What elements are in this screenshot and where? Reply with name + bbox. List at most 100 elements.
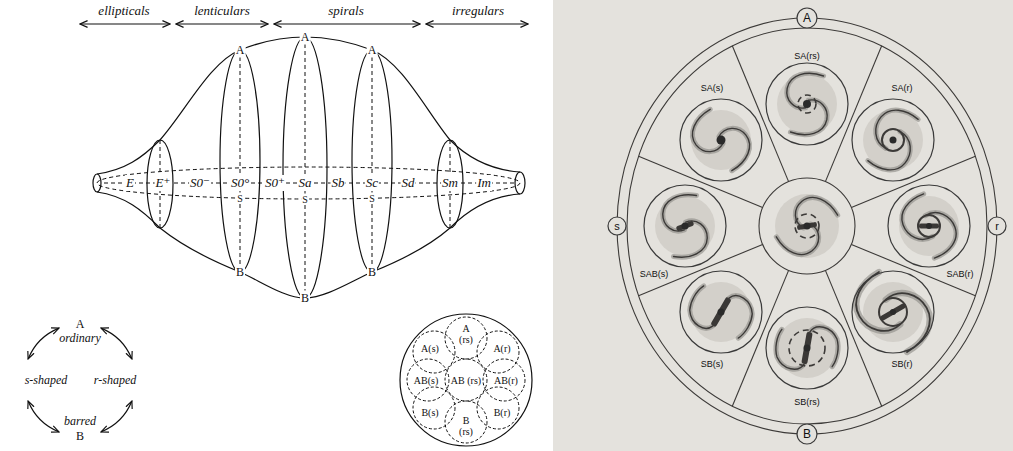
variety-mark: S	[301, 194, 309, 205]
outline-circle	[766, 307, 848, 389]
variety-circle: AB(r)	[482, 358, 526, 402]
volume-outline	[97, 37, 520, 174]
galaxy-circle: SB(s)	[679, 270, 763, 354]
galaxy-circle: SB(rs)	[765, 306, 849, 390]
class-heading: irregulars	[451, 3, 505, 19]
node-outline	[679, 270, 763, 354]
outline-circle	[407, 359, 449, 401]
family-circle: B	[796, 423, 818, 445]
class-heading: spirals	[327, 3, 364, 19]
section-axis	[240, 50, 241, 272]
outline-circle	[766, 63, 848, 145]
classification-volume	[93, 37, 525, 298]
outline-circle	[644, 185, 726, 267]
stage-label: Sd	[401, 175, 416, 191]
section-ellipse	[147, 140, 173, 228]
ring-arrow	[101, 328, 132, 359]
family-letter: A	[75, 317, 86, 332]
node-outline	[765, 306, 849, 390]
class-heading: ellipticals	[97, 3, 150, 19]
variety-label: B(s)	[420, 407, 439, 418]
galaxy-label: SB(s)	[700, 359, 725, 369]
variety-circle: AB(s)	[406, 358, 450, 402]
ring-arrow	[101, 401, 132, 432]
family-circle: s	[607, 216, 627, 236]
variety-label: A(s)	[420, 343, 440, 354]
galaxy-circle: SB(r)	[851, 270, 935, 354]
outline-circle	[445, 359, 487, 401]
galaxy-image	[772, 318, 841, 378]
range-arrow	[426, 23, 528, 24]
stage-label: Sm	[441, 175, 459, 191]
section-ellipse	[352, 50, 392, 272]
family-circle: A	[796, 7, 818, 29]
stage-label: Sb	[331, 175, 346, 191]
galaxy-image	[684, 100, 758, 180]
family-letter: B	[235, 265, 245, 280]
variety-label: A (rs)	[458, 323, 474, 345]
ring-label: r-shaped	[93, 373, 137, 388]
center-galaxy-circle	[759, 178, 855, 274]
section-axis	[372, 50, 373, 272]
outline-circle	[477, 387, 519, 429]
stage-label: E⁺	[155, 175, 172, 191]
stage-label: E	[125, 175, 135, 191]
family-letter: s	[614, 220, 620, 232]
variety-circle: B(r)	[476, 386, 520, 430]
galaxy-label: SA(rs)	[793, 51, 821, 61]
galaxy-circle: SA(rs)	[765, 62, 849, 146]
variety-label: AB (rs)	[450, 375, 482, 386]
galaxy-plate	[553, 0, 1013, 451]
stage-label: S0⁺	[264, 175, 286, 191]
variety-label: B (rs)	[458, 415, 474, 437]
volume-outline	[97, 192, 520, 298]
stage-label: S0⁻	[189, 175, 211, 191]
variety-label: B(r)	[493, 407, 512, 418]
node-outline	[765, 62, 849, 146]
section-axis	[305, 37, 306, 298]
ring-arrow	[28, 328, 59, 359]
outline-circle	[988, 217, 1006, 235]
galaxy-image	[655, 190, 715, 261]
plate-ground	[553, 0, 1013, 451]
galaxy-circle: SAB(s)	[643, 184, 727, 268]
family-letter: A	[300, 30, 311, 45]
galaxy-circle: SA(r)	[851, 98, 935, 182]
galaxy-image	[896, 188, 963, 265]
family-letter: A	[367, 43, 378, 58]
outline-circle	[797, 424, 817, 444]
range-arrows	[80, 24, 528, 25]
family-letter: B	[803, 427, 811, 441]
variety-circle: B (rs)	[444, 400, 488, 444]
outline-circle	[413, 331, 455, 373]
family-letter: B	[75, 429, 85, 444]
galaxy-image	[854, 100, 932, 180]
ring-label: ordinary	[58, 331, 102, 346]
stage-label: Im	[476, 175, 492, 191]
family-circle: r	[987, 216, 1007, 236]
galaxy-label: SAB(r)	[946, 269, 975, 279]
family-letter: A	[235, 43, 246, 58]
node-outline	[851, 98, 935, 182]
variety-circle: B(s)	[412, 386, 456, 430]
galaxy-label: SAB(s)	[639, 269, 670, 279]
galaxy-label: SA(r)	[891, 83, 914, 93]
node-outline	[887, 184, 971, 268]
outline-circle	[413, 387, 455, 429]
galaxy-label: SB(r)	[891, 359, 914, 369]
variety-mark: S	[368, 193, 376, 204]
ring-label: s-shaped	[24, 373, 69, 388]
variety-circle: A (rs)	[444, 316, 488, 360]
outline-circle	[852, 99, 934, 181]
galaxy-circle: SAB(r)	[887, 184, 971, 268]
range-arrow	[274, 23, 420, 24]
outline-circle	[797, 8, 817, 28]
variety-mark: S	[236, 193, 244, 204]
stage-label: Sc	[365, 175, 379, 191]
ring-arrow	[28, 401, 59, 432]
outline-circle	[680, 271, 762, 353]
plate-ring	[627, 28, 987, 424]
node-outline	[643, 184, 727, 268]
variety-label: AB(s)	[413, 375, 439, 386]
